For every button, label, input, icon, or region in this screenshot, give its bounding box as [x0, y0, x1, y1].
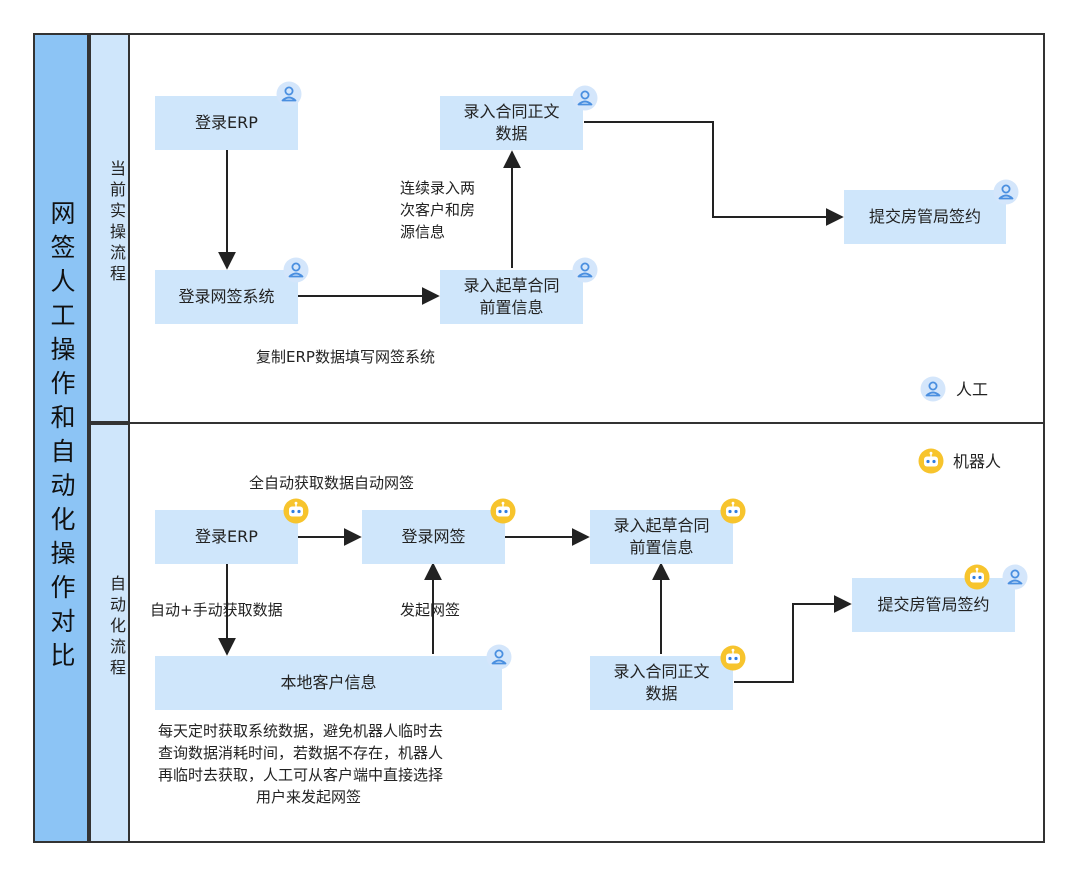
- auto-local-customer-label: 本地客户信息: [280, 673, 377, 692]
- section-auto-column: 自动化流程: [89, 423, 130, 843]
- current-login-erp-box: 登录ERP: [155, 96, 298, 150]
- current-contract-body-box: 录入合同正文 数据: [440, 96, 583, 150]
- person-icon: [572, 257, 598, 283]
- robot-icon: [720, 498, 746, 524]
- auto-draft-pre-line1: 录入起草合同: [613, 516, 710, 535]
- auto-local-customer-box: 本地客户信息: [155, 656, 502, 710]
- person-icon: [276, 81, 302, 107]
- person-icon: [486, 644, 512, 670]
- arrow-body-to-submit: [584, 121, 844, 226]
- robot-icon: [490, 498, 516, 524]
- current-contract-body-line2: 数据: [495, 124, 528, 143]
- current-submit-label: 提交房管局签约: [868, 207, 981, 226]
- arrow-auto-body-to-submit: [734, 595, 852, 683]
- auto-contract-body-line1: 录入合同正文: [613, 662, 710, 681]
- note-twice-line3: 源信息: [400, 223, 446, 241]
- auto-login-erp-label: 登录ERP: [195, 527, 258, 546]
- current-draft-pre-line1: 录入起草合同: [463, 276, 560, 295]
- robot-icon: [918, 448, 944, 474]
- auto-login-netsign-label: 登录网签: [401, 527, 466, 546]
- note-description: 每天定时获取系统数据，避免机器人临时去 查询数据消耗时间，若数据不存在，机器人 …: [158, 720, 503, 808]
- robot-icon: [283, 498, 309, 524]
- note-twice: 连续录入两 次客户和房 源信息: [400, 177, 480, 243]
- auto-contract-body-box: 录入合同正文 数据: [590, 656, 733, 710]
- note-fetch: 自动+手动获取数据: [150, 601, 283, 619]
- note-description-line2: 查询数据消耗时间，若数据不存在，机器人: [158, 744, 444, 762]
- note-description-line1: 每天定时获取系统数据，避免机器人临时去: [158, 722, 444, 740]
- robot-icon: [964, 564, 990, 590]
- current-draft-pre-line2: 前置信息: [479, 298, 544, 317]
- current-login-netsign-label: 登录网签系统: [178, 287, 275, 306]
- main-title: 网签人工操作和自动化操作对比: [47, 200, 76, 676]
- current-login-erp-label: 登录ERP: [195, 113, 258, 132]
- robot-icon: [720, 645, 746, 671]
- section-auto-title: 自动化流程: [107, 575, 126, 680]
- current-contract-body-line1: 录入合同正文: [463, 102, 560, 121]
- auto-contract-body-line2: 数据: [645, 684, 678, 703]
- legend-robot-label: 机器人: [953, 452, 1002, 471]
- section-divider: [130, 422, 1045, 424]
- note-full-auto: 全自动获取数据自动网签: [249, 474, 415, 492]
- person-icon: [1002, 564, 1028, 590]
- auto-login-netsign-box: 登录网签: [362, 510, 505, 564]
- note-copy: 复制ERP数据填写网签系统: [256, 348, 435, 366]
- person-icon: [920, 376, 946, 402]
- current-submit-box: 提交房管局签约: [844, 190, 1006, 244]
- current-login-netsign-box: 登录网签系统: [155, 270, 298, 324]
- legend-manual-label: 人工: [956, 380, 989, 399]
- note-twice-line1: 连续录入两: [400, 179, 476, 197]
- person-icon: [283, 257, 309, 283]
- current-draft-pre-box: 录入起草合同 前置信息: [440, 270, 583, 324]
- auto-draft-pre-line2: 前置信息: [629, 538, 694, 557]
- note-description-line3: 再临时去获取，人工可从客户端中直接选择: [158, 766, 444, 784]
- auto-login-erp-box: 登录ERP: [155, 510, 298, 564]
- note-initiate: 发起网签: [400, 601, 461, 619]
- section-current-title: 当前实操流程: [107, 160, 126, 286]
- auto-submit-box: 提交房管局签约: [852, 578, 1015, 632]
- auto-draft-pre-box: 录入起草合同 前置信息: [590, 510, 733, 564]
- section-current-column: 当前实操流程: [89, 33, 130, 423]
- person-icon: [993, 179, 1019, 205]
- note-twice-line2: 次客户和房: [400, 201, 476, 219]
- note-description-line4: 用户来发起网签: [256, 788, 362, 806]
- person-icon: [572, 85, 598, 111]
- auto-submit-label: 提交房管局签约: [877, 595, 990, 614]
- main-title-column: 网签人工操作和自动化操作对比: [33, 33, 89, 843]
